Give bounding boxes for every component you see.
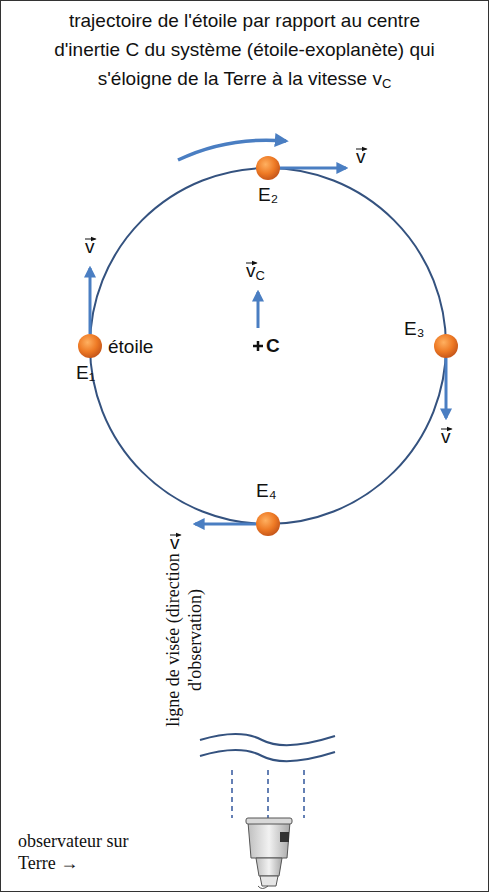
vector-label: v bbox=[170, 532, 180, 554]
center-mark bbox=[253, 341, 263, 351]
star bbox=[78, 334, 102, 358]
vector-label: v bbox=[246, 260, 256, 281]
velocity-arrow bbox=[280, 167, 346, 170]
star-caption: étoile bbox=[108, 336, 153, 358]
vector-label: v bbox=[356, 146, 366, 168]
title: trajectoire de l'étoile par rapport au c… bbox=[54, 10, 435, 89]
star-label: E₁ bbox=[76, 362, 95, 384]
vector-label: v bbox=[441, 426, 451, 448]
star-label: E₃ bbox=[404, 318, 424, 340]
star bbox=[256, 512, 280, 536]
center-label: C bbox=[266, 335, 280, 357]
telescope bbox=[246, 818, 292, 889]
velocity-arrow bbox=[195, 523, 256, 526]
observer-caption: observateur sur Terre → bbox=[18, 830, 148, 874]
sight-lines bbox=[232, 588, 304, 728]
subscript: C bbox=[256, 268, 265, 283]
velocity-arrow bbox=[445, 358, 448, 418]
break-mark bbox=[200, 750, 335, 761]
center-velocity-arrow bbox=[257, 292, 260, 328]
vector-label: v bbox=[85, 236, 95, 258]
orbit bbox=[90, 168, 446, 524]
star bbox=[256, 156, 280, 180]
sight-lines bbox=[232, 770, 304, 818]
star bbox=[434, 334, 458, 358]
star-label: E₄ bbox=[256, 480, 276, 502]
velocity-arrow bbox=[89, 268, 92, 334]
break-mark bbox=[200, 734, 335, 745]
center-velocity-label: vC bbox=[246, 260, 265, 282]
star-label: E₂ bbox=[258, 184, 278, 206]
axis-caption: ligne de visée (direction d'observation) bbox=[162, 542, 206, 738]
title-block: trajectoire de l'étoile par rapport au c… bbox=[50, 6, 439, 93]
subscript: C bbox=[382, 76, 391, 91]
